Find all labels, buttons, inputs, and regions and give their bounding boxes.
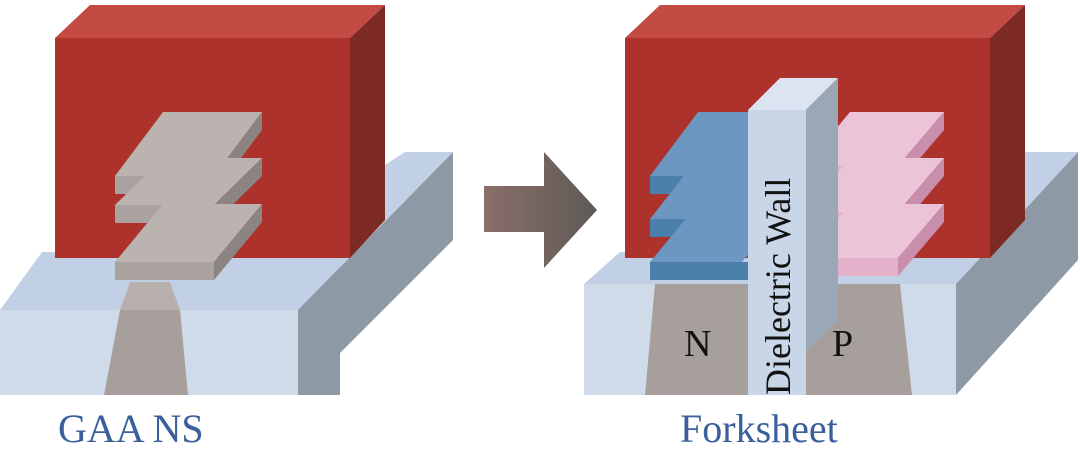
n-label: N — [684, 323, 711, 365]
left-nanosheet-stack — [115, 112, 262, 280]
transition-arrow — [484, 152, 597, 268]
p-nanosheet-stack — [805, 112, 944, 276]
dielectric-wall-label: Dielectric Wall — [758, 178, 798, 395]
gaa-ns-device: GAA NS — [0, 5, 453, 449]
forksheet-caption: Forksheet — [680, 406, 838, 449]
dielectric-wall — [748, 78, 838, 395]
p-label: P — [832, 323, 853, 365]
n-channel — [645, 284, 750, 395]
gaa-ns-caption: GAA NS — [58, 406, 204, 449]
left-channel-fin — [104, 282, 188, 395]
forksheet-device: Dielectric Wall N P Forksheet — [584, 5, 1078, 449]
